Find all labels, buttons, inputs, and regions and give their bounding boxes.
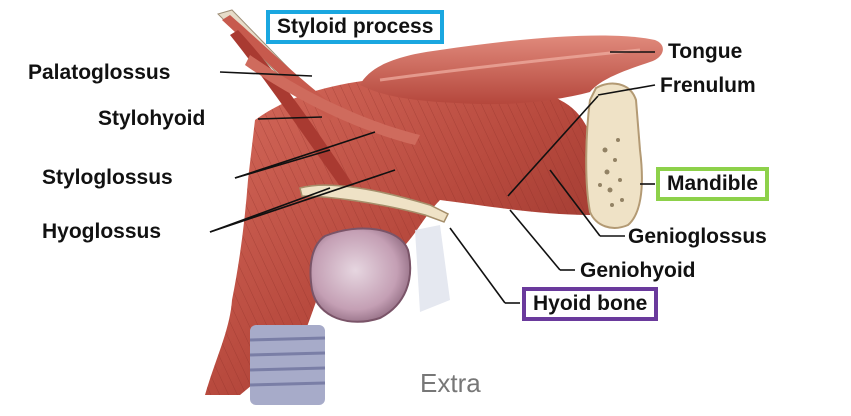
label-mandible: Mandible	[656, 167, 769, 201]
label-hyoid-bone: Hyoid bone	[522, 287, 658, 321]
label-styloglossus: Styloglossus	[42, 166, 173, 190]
label-tongue: Tongue	[668, 40, 742, 64]
mandible	[586, 84, 642, 228]
caption-extra: Extra	[420, 368, 481, 398]
trachea	[250, 325, 325, 405]
thyroid-cartilage	[311, 228, 411, 321]
label-frenulum: Frenulum	[660, 74, 756, 98]
label-geniohyoid: Geniohyoid	[580, 259, 696, 283]
label-palatoglossus: Palatoglossus	[28, 61, 170, 85]
label-stylohyoid: Stylohyoid	[98, 107, 205, 131]
label-genioglossus: Genioglossus	[628, 225, 767, 249]
label-styloid-process: Styloid process	[266, 10, 444, 44]
label-hyoglossus: Hyoglossus	[42, 220, 161, 244]
